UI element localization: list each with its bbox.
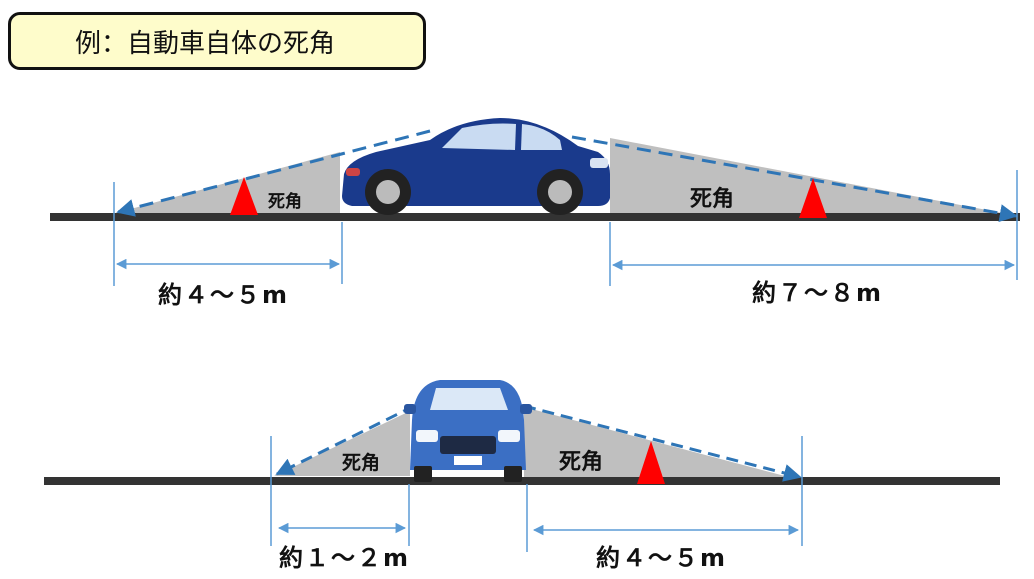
car-front-icon xyxy=(404,380,532,482)
left-blind-label: 死角 xyxy=(342,451,380,474)
left-sight-line xyxy=(275,404,415,476)
front-view: 死角 死角 約１～２m 約４～５m xyxy=(44,380,1000,572)
right-sight-line xyxy=(523,404,802,482)
road-front xyxy=(44,477,1000,485)
rear-sight-line xyxy=(571,135,1018,223)
right-blind-label: 死角 xyxy=(559,449,603,475)
rear-blind-label: 死角 xyxy=(690,186,734,212)
side-view: 死角 死角 約４～５m 約７～８m xyxy=(50,118,1020,309)
traffic-cone-icon xyxy=(230,177,258,215)
rear-distance-label: 約７～８m xyxy=(752,279,883,307)
left-distance-label: 約１～２m xyxy=(279,544,410,572)
traffic-cone-icon xyxy=(637,441,665,484)
right-distance-label: 約４～５m xyxy=(596,544,727,572)
front-distance-label: 約４～５m xyxy=(158,281,289,309)
front-blind-label: 死角 xyxy=(268,191,302,212)
rear-blind-zone xyxy=(610,138,1018,216)
road-side xyxy=(50,213,1020,221)
right-blind-zone xyxy=(524,407,800,480)
traffic-cone-icon xyxy=(799,178,827,218)
diagram-title: 例：自動車自体の死角 xyxy=(75,28,336,59)
car-side-icon xyxy=(342,118,610,215)
title-box: 例：自動車自体の死角 xyxy=(8,12,426,70)
front-sight-line xyxy=(116,129,431,217)
